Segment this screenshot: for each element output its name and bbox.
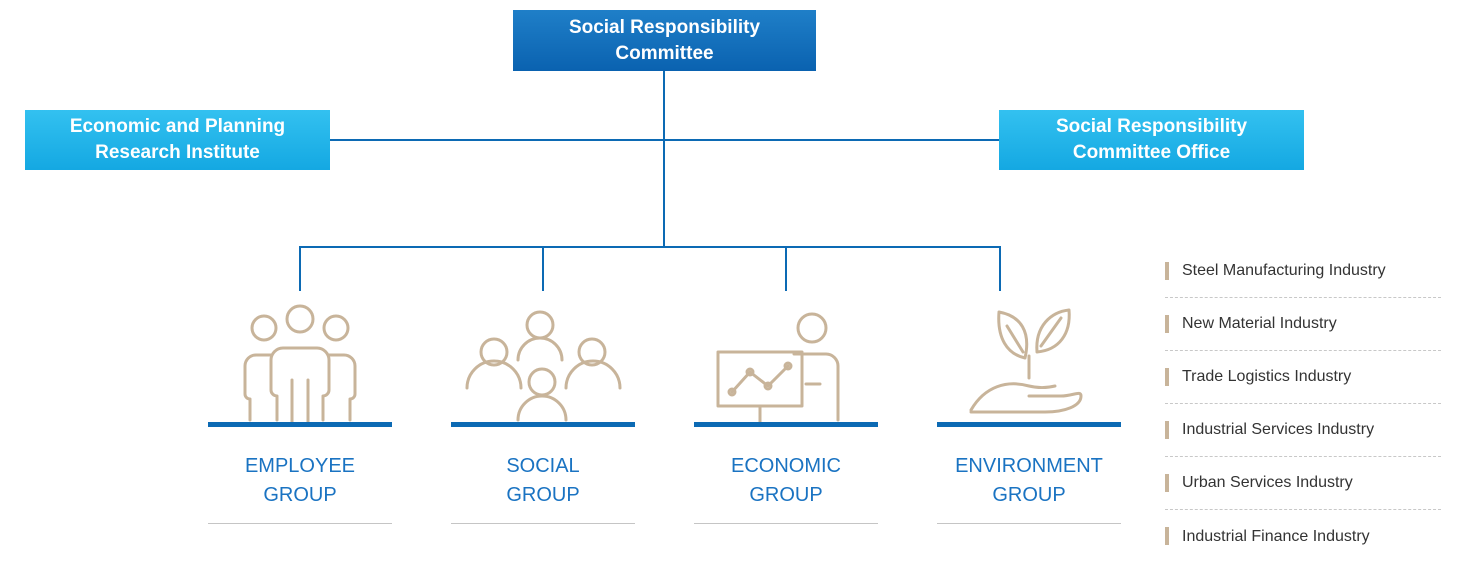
- committee-office-line-1: Social Responsibility: [1055, 116, 1248, 137]
- industry-marker: [1165, 315, 1169, 333]
- committee-office-box: Social Responsibility Committee Office: [999, 110, 1304, 170]
- industry-marker: [1165, 527, 1169, 545]
- industry-label: Steel Manufacturing Industry: [1182, 262, 1386, 279]
- social-group-bar: [451, 422, 635, 427]
- employee-group-divider: [208, 523, 392, 524]
- connector-drop-employee: [299, 246, 301, 291]
- industry-item: Industrial Services Industry: [1165, 404, 1441, 457]
- industry-label: Industrial Finance Industry: [1182, 527, 1370, 545]
- connector-horizontal-lower: [299, 246, 1001, 248]
- industry-item: Trade Logistics Industry: [1165, 351, 1441, 404]
- research-institute-box: Economic and Planning Research Institute: [25, 110, 330, 170]
- economic-group-bar: [694, 422, 878, 427]
- research-institute-line-1: Economic and Planning: [69, 116, 286, 137]
- plant-in-hand-icon: [969, 308, 1083, 414]
- environment-group-label: ENVIRONMENT GROUP: [937, 452, 1121, 510]
- employee-group-line-2: GROUP: [263, 484, 337, 506]
- connector-drop-social: [542, 246, 544, 291]
- connector-top-vertical: [663, 71, 665, 247]
- presentation-chart-icon: [716, 312, 840, 422]
- employees-icon: [243, 304, 357, 422]
- industry-marker: [1165, 262, 1169, 280]
- environment-group-line-1: ENVIRONMENT: [955, 455, 1103, 477]
- industry-label: Trade Logistics Industry: [1182, 368, 1352, 385]
- environment-group-line-2: GROUP: [992, 484, 1066, 506]
- employee-group-label: EMPLOYEE GROUP: [208, 452, 392, 510]
- industry-item: Steel Manufacturing Industry: [1165, 245, 1441, 298]
- employee-group-bar: [208, 422, 392, 427]
- economic-group-line-1: ECONOMIC: [731, 455, 841, 477]
- industry-list: Steel Manufacturing Industry New Materia…: [1165, 245, 1441, 563]
- social-group-label: SOCIAL GROUP: [451, 452, 635, 510]
- committee-office-line-2: Committee Office: [1072, 142, 1231, 163]
- employee-group-line-1: EMPLOYEE: [244, 455, 356, 477]
- industry-label: New Material Industry: [1182, 315, 1337, 332]
- social-responsibility-committee-box: Social Responsibility Committee: [513, 10, 816, 71]
- committee-line-1: Social Responsibility: [568, 16, 761, 38]
- industry-label: Industrial Services Industry: [1182, 421, 1375, 438]
- social-group-divider: [451, 523, 635, 524]
- research-institute-line-2: Research Institute: [95, 142, 260, 163]
- social-group-line-1: SOCIAL: [506, 455, 580, 477]
- social-group-line-2: GROUP: [506, 484, 580, 506]
- economic-group-label: ECONOMIC GROUP: [694, 452, 878, 510]
- community-icon: [465, 310, 622, 422]
- committee-line-2: Committee: [615, 42, 714, 64]
- environment-group-divider: [937, 523, 1121, 524]
- connector-horizontal-upper: [330, 139, 999, 141]
- industry-item: Urban Services Industry: [1165, 457, 1441, 510]
- social-group: SOCIAL GROUP: [451, 300, 635, 524]
- industry-marker: [1165, 421, 1169, 439]
- connector-drop-environment: [999, 246, 1001, 291]
- environment-group: ENVIRONMENT GROUP: [937, 300, 1121, 524]
- industry-marker: [1165, 368, 1169, 386]
- industry-marker: [1165, 474, 1169, 492]
- employee-group: EMPLOYEE GROUP: [208, 300, 392, 524]
- environment-group-bar: [937, 422, 1121, 427]
- economic-group-divider: [694, 523, 878, 524]
- connector-drop-economic: [785, 246, 787, 291]
- industry-item: New Material Industry: [1165, 298, 1441, 351]
- economic-group: ECONOMIC GROUP: [694, 300, 878, 524]
- industry-label: Urban Services Industry: [1182, 474, 1353, 491]
- economic-group-line-2: GROUP: [749, 484, 823, 506]
- industry-item: Industrial Finance Industry: [1165, 510, 1441, 563]
